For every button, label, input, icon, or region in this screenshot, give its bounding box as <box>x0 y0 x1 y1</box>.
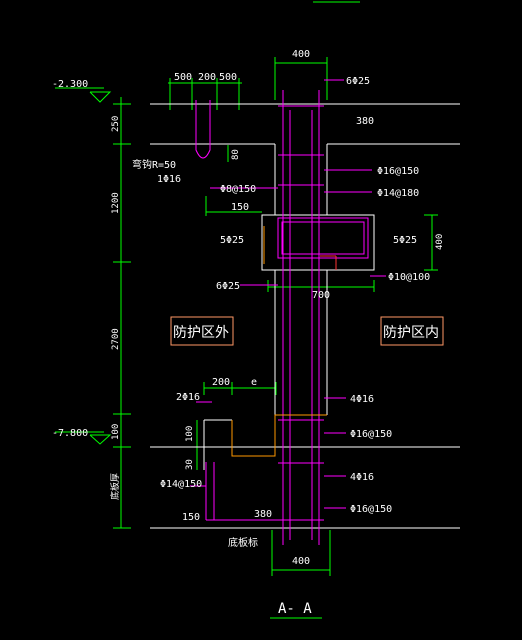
dim-v-2700: 2700 <box>111 328 121 350</box>
slab-bottom-label: 底板标 <box>228 536 258 549</box>
dim-v-250: 250 <box>111 116 121 132</box>
bars-2phi16-label: 2Φ16 <box>176 392 200 403</box>
phi16-150-b-label: Φ16@150 <box>350 429 392 440</box>
dim-400-beam: 400 <box>435 234 445 250</box>
dim-wall-200: 200 <box>198 72 216 83</box>
dim-v-1200: 1200 <box>111 192 121 214</box>
zone-boxes <box>170 316 444 346</box>
zone-outside-label: 防护区外 <box>173 325 229 341</box>
dim-700: 700 <box>312 290 330 301</box>
elevation-top-label: -2.300 <box>52 79 88 90</box>
dim-150-bottom: 150 <box>182 512 200 523</box>
phi8-150-label: Φ8@150 <box>220 184 256 195</box>
beam-bars-bottom-label: 6Φ25 <box>216 281 240 292</box>
hook-radius-label: 弯钩R=50 <box>132 158 176 171</box>
dim-80: 80 <box>231 149 241 160</box>
dim-150-beam: 150 <box>231 202 249 213</box>
dim-100-step: 100 <box>185 426 195 442</box>
dim-e: e <box>251 377 257 388</box>
dim-bottom-width: 400 <box>292 556 310 567</box>
phi14-180-label: Φ14@180 <box>377 188 419 199</box>
bars-4phi16-bottom-label: 4Φ16 <box>350 472 374 483</box>
rebar-red <box>320 255 337 270</box>
zone-outside-box <box>170 316 234 346</box>
phi14-150-label: Φ14@150 <box>160 479 202 490</box>
dim-380-top: 380 <box>356 116 374 127</box>
phi16-150-c-label: Φ16@150 <box>350 504 392 515</box>
phi16-150-a-label: Φ16@150 <box>377 166 419 177</box>
dim-wall-500-right: 500 <box>219 72 237 83</box>
dim-v-bottom: 底板厚 <box>109 473 121 500</box>
hook-bar-label: 1Φ16 <box>157 174 181 185</box>
dim-30: 30 <box>185 459 195 470</box>
section-title: A- A <box>278 601 312 617</box>
rebar-magenta <box>190 79 386 545</box>
zone-inside-box <box>380 316 444 346</box>
beam-bars-right-label: 5Φ25 <box>393 235 417 246</box>
dim-top-width: 400 <box>292 49 310 60</box>
zone-inside-label: 防护区内 <box>383 325 439 341</box>
dim-380-bottom: 380 <box>254 509 272 520</box>
dim-wall-500-left: 500 <box>174 72 192 83</box>
rebar-orange <box>231 226 327 457</box>
top-bars-label: 6Φ25 <box>346 76 370 87</box>
bars-4phi16-top-label: 4Φ16 <box>350 394 374 405</box>
concrete-outline <box>150 103 460 529</box>
dim-200: 200 <box>212 377 230 388</box>
elevation-bottom-label: -7.800 <box>52 428 88 439</box>
dim-v-100: 100 <box>111 424 121 440</box>
dimension-lines <box>55 1 438 619</box>
phi10-100-label: Φ10@100 <box>388 272 430 283</box>
beam-bars-left-label: 5Φ25 <box>220 235 244 246</box>
